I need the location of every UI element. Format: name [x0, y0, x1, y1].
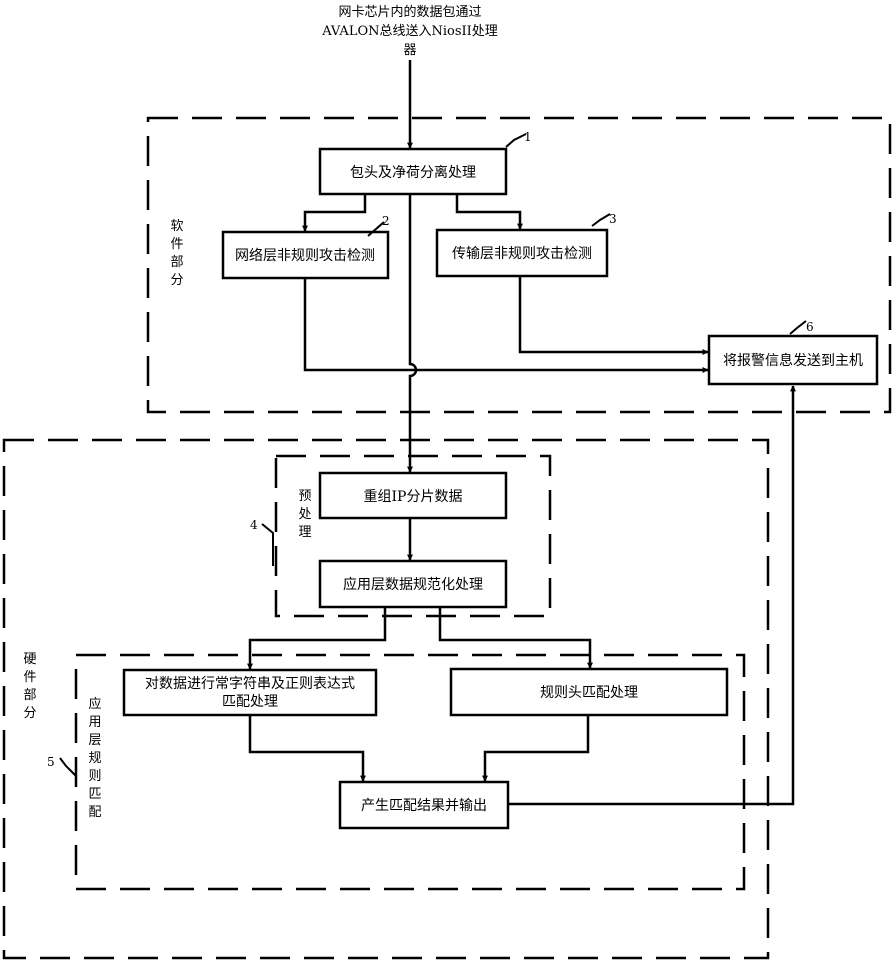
- node-net-detect: 网络层非规则攻击检测: [221, 230, 390, 280]
- callout-3: 3: [591, 212, 617, 227]
- svg-text:4: 4: [250, 518, 258, 532]
- svg-text:部: 部: [170, 255, 183, 270]
- svg-text:对数据进行常字符串及正则表达式: 对数据进行常字符串及正则表达式: [145, 676, 355, 692]
- svg-text:配: 配: [88, 805, 101, 820]
- svg-text:将报警信息发送到主机: 将报警信息发送到主机: [723, 352, 863, 369]
- input-line-1: 网卡芯片内的数据包通过: [338, 4, 481, 20]
- svg-text:产生匹配结果并输出: 产生匹配结果并输出: [361, 798, 487, 814]
- callout-6: 6: [789, 320, 814, 335]
- hardware-label: 硬 件 部 分: [23, 652, 36, 721]
- node-alarm: 将报警信息发送到主机: [707, 334, 879, 386]
- callout-5: 5: [47, 755, 77, 777]
- software-label: 软 件 部 分: [170, 219, 183, 288]
- svg-text:网络层非规则攻击检测: 网络层非规则攻击检测: [235, 248, 375, 264]
- edge-split-to-reassemble: [407, 194, 418, 473]
- edge-split-to-trans-detect: [455, 194, 523, 230]
- svg-text:分: 分: [23, 706, 36, 721]
- svg-text:预: 预: [298, 489, 311, 504]
- app-match-label: 应 用 层 规 则 匹 配: [88, 696, 101, 820]
- preprocess-group-boundary: [274, 454, 552, 618]
- svg-text:用: 用: [88, 715, 101, 730]
- edge-net-detect-to-alarm: [303, 278, 709, 373]
- input-line-2: AVALON总线送入NiosII处理: [321, 24, 498, 39]
- svg-text:件: 件: [23, 670, 36, 685]
- svg-text:包头及净荷分离处理: 包头及净荷分离处理: [350, 164, 476, 181]
- node-rulehead: 规则头匹配处理: [449, 667, 729, 717]
- svg-text:1: 1: [524, 130, 532, 144]
- input-description: 网卡芯片内的数据包通过 AVALON总线送入NiosII处理 器: [321, 4, 498, 58]
- edge-split-to-net-detect: [302, 194, 367, 232]
- svg-text:件: 件: [170, 237, 183, 252]
- edge-rulehead-to-result: [482, 715, 590, 782]
- node-split: 包头及净荷分离处理: [318, 147, 508, 196]
- callout-2: 2: [367, 214, 390, 237]
- node-reassemble: 重组IP分片数据: [318, 471, 508, 520]
- preprocess-label: 预 处 理: [298, 489, 311, 540]
- svg-text:处: 处: [298, 507, 311, 522]
- edge-string-match-to-result: [248, 715, 366, 782]
- svg-text:2: 2: [382, 214, 390, 228]
- svg-text:5: 5: [47, 755, 55, 769]
- node-string-match: 对数据进行常字符串及正则表达式 匹配处理: [122, 668, 378, 717]
- node-trans-detect: 传输层非规则攻击检测: [435, 228, 609, 278]
- svg-text:部: 部: [23, 688, 36, 703]
- svg-text:则: 则: [88, 769, 101, 784]
- input-line-3: 器: [403, 43, 416, 58]
- svg-text:规: 规: [88, 751, 101, 766]
- svg-text:层: 层: [88, 733, 101, 748]
- node-result: 产生匹配结果并输出: [338, 780, 510, 830]
- svg-text:软: 软: [170, 219, 183, 234]
- callout-1: 1: [505, 130, 532, 148]
- svg-text:匹配处理: 匹配处理: [222, 694, 278, 710]
- hardware-group-boundary: [2, 438, 770, 960]
- edge-normalize-to-string-match: [247, 607, 387, 670]
- svg-text:6: 6: [806, 320, 814, 334]
- svg-text:3: 3: [609, 212, 617, 226]
- svg-text:分: 分: [170, 273, 183, 288]
- edge-trans-detect-to-alarm: [518, 276, 709, 355]
- edges: [247, 60, 796, 806]
- svg-text:理: 理: [298, 525, 311, 540]
- svg-text:应用层数据规范化处理: 应用层数据规范化处理: [343, 576, 483, 593]
- svg-text:规则头匹配处理: 规则头匹配处理: [540, 685, 638, 701]
- svg-text:传输层非规则攻击检测: 传输层非规则攻击检测: [452, 246, 592, 262]
- software-group-boundary: [146, 116, 892, 414]
- svg-text:硬: 硬: [23, 652, 36, 667]
- callout-4: 4: [250, 518, 274, 566]
- node-normalize: 应用层数据规范化处理: [318, 559, 508, 609]
- edge-normalize-to-rulehead: [438, 607, 593, 669]
- svg-text:匹: 匹: [88, 787, 101, 802]
- edge-result-to-alarm: [508, 385, 796, 806]
- app-match-group-boundary: [74, 653, 746, 891]
- svg-text:应: 应: [88, 696, 101, 712]
- svg-text:重组IP分片数据: 重组IP分片数据: [364, 489, 463, 505]
